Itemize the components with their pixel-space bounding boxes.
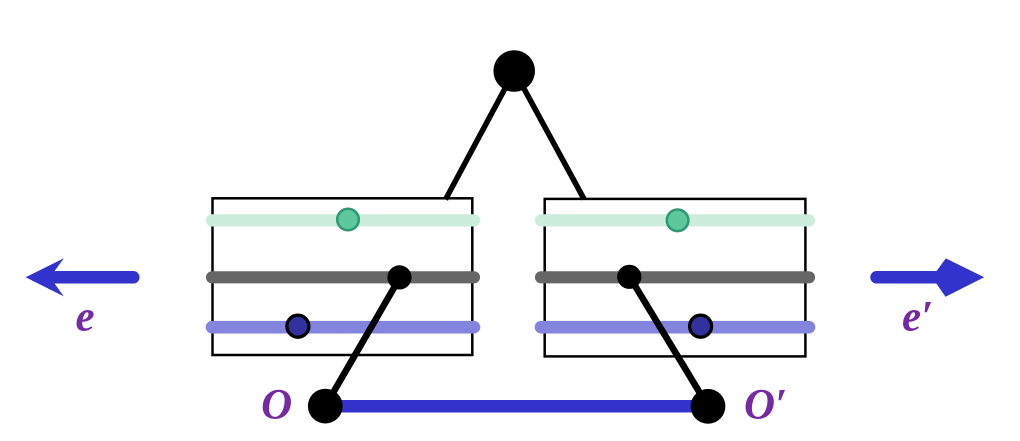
svg-text:O′: O′: [744, 382, 787, 429]
svg-text:e: e: [75, 294, 94, 341]
svg-text:e′: e′: [902, 294, 933, 341]
svg-text:O: O: [261, 382, 292, 429]
